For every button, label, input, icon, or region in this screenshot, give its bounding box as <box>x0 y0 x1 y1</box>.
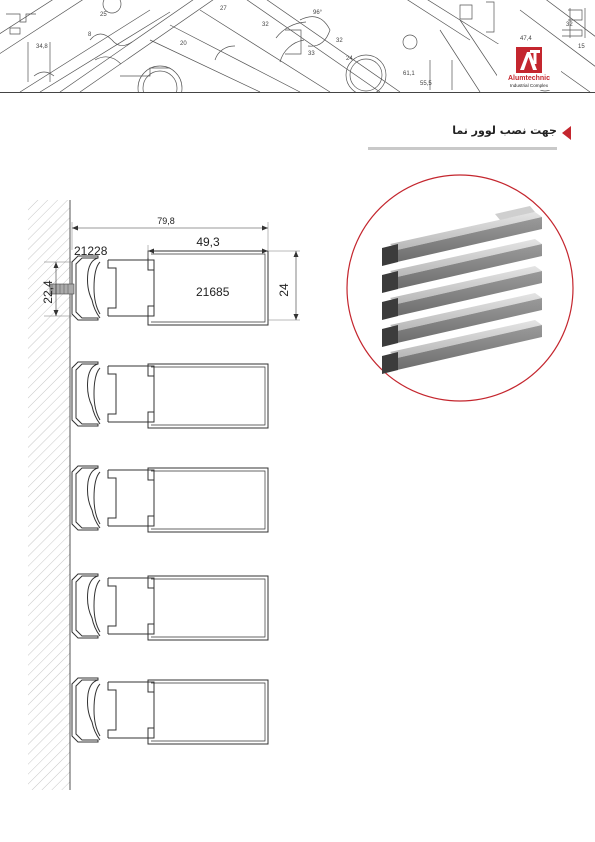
louver-assembly-1: 79,8 49,3 21228 21685 22,4 24 <box>41 216 300 326</box>
header-dim-label: 32 <box>336 38 343 44</box>
section-marker-icon <box>562 126 571 140</box>
brand-subtitle: Industrial Complex <box>509 83 549 88</box>
product-photo-circle <box>346 174 574 402</box>
louver-assembly-4 <box>71 573 269 641</box>
louver-bar <box>382 206 542 266</box>
header-dim-label: 32 <box>262 22 269 28</box>
header-technical-drawing: 34,8 25 27 20 32 96° 32 24 33 61,1 55,5 … <box>0 0 595 92</box>
header-dim-label: 27 <box>220 6 227 12</box>
header-dim-label: 25 <box>100 12 107 18</box>
louver-bars-photo <box>382 206 542 374</box>
header-dim-label: 32 <box>566 22 573 28</box>
header-dim-label: 96° <box>313 10 323 16</box>
louver-bar <box>382 239 542 293</box>
louver-bar <box>382 293 542 347</box>
louver-assembly-3 <box>71 465 269 533</box>
header-dim-label: 33 <box>308 51 315 57</box>
header-dim-label: 34,8 <box>36 44 48 50</box>
clip-profile-code: 21228 <box>74 244 108 258</box>
wall-section <box>28 200 70 790</box>
header-dim-label: 61,1 <box>403 71 415 77</box>
header-dim-label: 55,5 <box>420 81 432 87</box>
header-dim-label: 24 <box>346 56 353 62</box>
dimension-total-width: 79,8 <box>157 216 175 226</box>
dimension-box-height: 24 <box>277 283 291 297</box>
louver-assembly-5 <box>71 677 269 745</box>
header-dim-label: 47,4 <box>520 36 532 42</box>
box-profile-code: 21685 <box>196 285 230 299</box>
brand-mark-icon <box>516 47 542 73</box>
louver-assembly-2 <box>71 361 269 429</box>
header-drawing-band: 34,8 25 27 20 32 96° 32 24 33 61,1 55,5 … <box>0 0 595 93</box>
louver-bar <box>382 266 542 320</box>
brand-logo: Alumtechnic Industrial Complex <box>497 44 561 90</box>
screw-anchor <box>49 283 75 295</box>
header-dim-label: 20 <box>180 41 187 47</box>
header-dim-label: 15 <box>578 44 585 50</box>
dimension-clip-height: 22,4 <box>41 280 55 304</box>
brand-name: Alumtechnic <box>507 75 550 82</box>
header-dim-label: 8 <box>88 32 92 38</box>
dimension-box-width: 49,3 <box>196 235 220 249</box>
louver-bar <box>382 320 542 374</box>
section-title: جهت نصب لوور نما <box>452 124 557 137</box>
installation-drawing: 79,8 49,3 21228 21685 22,4 24 <box>28 200 300 790</box>
title-underline <box>368 147 557 150</box>
